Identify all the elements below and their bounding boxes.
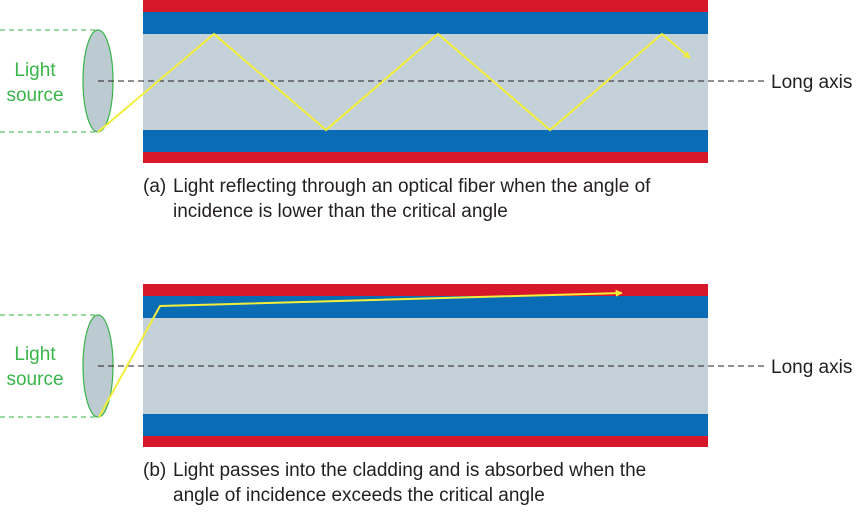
panel-b: Light source Long axis [0, 284, 852, 447]
caption-a-line2: incidence is lower than the critical ang… [173, 201, 508, 222]
caption-b-tag: (b) [143, 460, 167, 481]
cladding-inner-bottom-a [143, 130, 708, 152]
panel-a: Light source Long axis [0, 0, 852, 163]
fiber-a [143, 0, 708, 163]
light-source-label-a-line1: Light [14, 60, 56, 81]
long-axis-label-b: Long axis [771, 357, 852, 378]
light-source-label-b-line2: source [6, 369, 63, 390]
cladding-outer-bottom-b [143, 436, 708, 447]
caption-a-text1: Light reflecting through an optical fibe… [173, 176, 651, 197]
cladding-outer-top-a [143, 0, 708, 12]
caption-b: (b) Light passes into the cladding and is… [143, 458, 646, 508]
cladding-outer-top-b [143, 284, 708, 296]
light-source-label-a-line2: source [6, 85, 63, 106]
core-a [143, 34, 708, 130]
caption-a-line1: (a) Light reflecting through an optical f… [143, 174, 650, 199]
light-ray-b [98, 289, 623, 418]
caption-b-line1: (b) Light passes into the cladding and is… [143, 458, 646, 483]
caption-a-tag: (a) [143, 176, 167, 197]
cladding-inner-top-a [143, 12, 708, 34]
cladding-outer-bottom-a [143, 152, 708, 163]
caption-a: (a) Light reflecting through an optical f… [143, 174, 650, 224]
cladding-inner-top-b [143, 296, 708, 318]
light-source-label-b-line1: Light [14, 344, 56, 365]
cladding-inner-bottom-b [143, 414, 708, 436]
caption-b-text1: Light passes into the cladding and is ab… [173, 460, 647, 481]
long-axis-label-a: Long axis [771, 72, 852, 93]
light-ray-a [97, 32, 691, 133]
caption-b-line2: angle of incidence exceeds the critical … [173, 485, 545, 506]
